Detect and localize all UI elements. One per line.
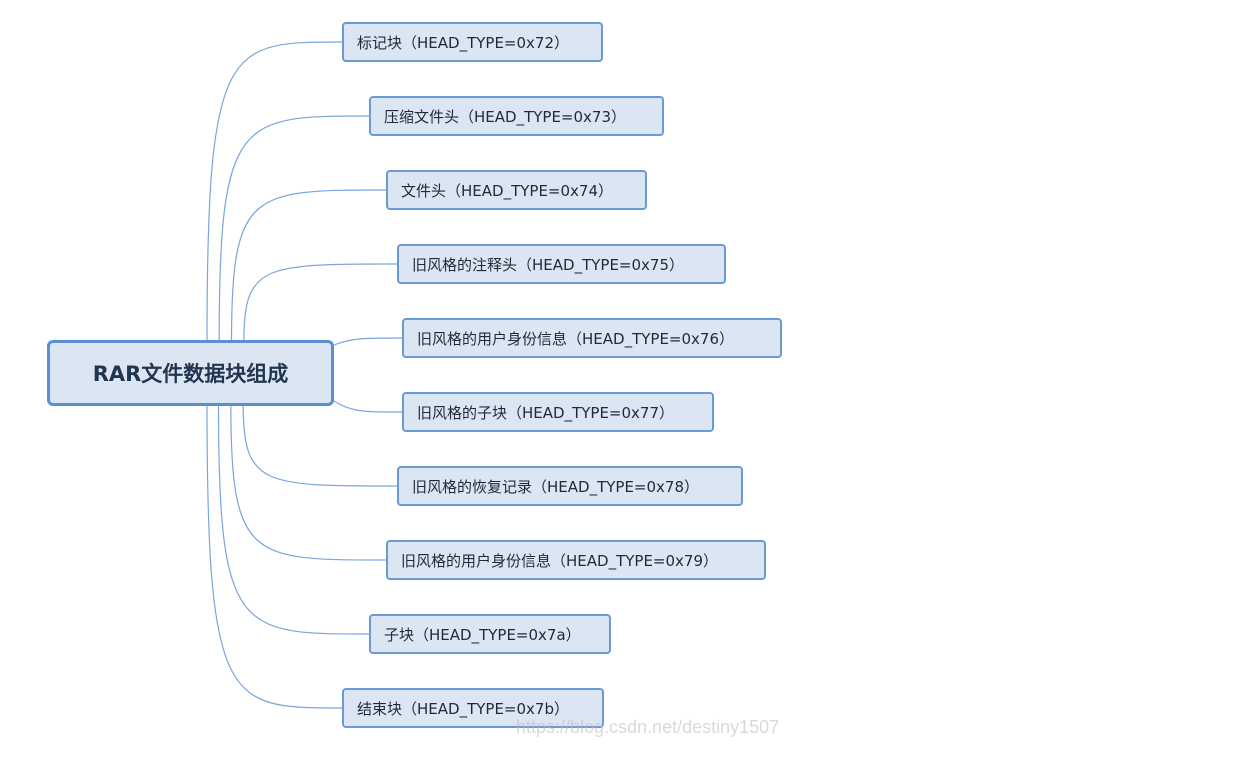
connector-5	[333, 400, 403, 413]
subtopic-archive-header[interactable]: 压缩文件头（HEAD_TYPE=0x73）	[369, 96, 664, 136]
connector-7	[230, 403, 387, 561]
connector-2	[230, 189, 387, 343]
connector-9	[206, 403, 343, 709]
subtopic-old-subblock[interactable]: 旧风格的子块（HEAD_TYPE=0x77）	[402, 392, 714, 432]
subtopic-old-user-identity-76[interactable]: 旧风格的用户身份信息（HEAD_TYPE=0x76）	[402, 318, 782, 358]
subtopic-subblock[interactable]: 子块（HEAD_TYPE=0x7a）	[369, 614, 611, 654]
connector-1	[218, 115, 370, 343]
connector-3	[243, 263, 398, 343]
subtopic-end-block[interactable]: 结束块（HEAD_TYPE=0x7b）	[342, 688, 604, 728]
connector-6	[242, 403, 398, 487]
subtopic-old-recovery-record[interactable]: 旧风格的恢复记录（HEAD_TYPE=0x78）	[397, 466, 743, 506]
subtopic-file-header[interactable]: 文件头（HEAD_TYPE=0x74）	[386, 170, 647, 210]
connector-0	[206, 41, 343, 343]
root-topic[interactable]: RAR文件数据块组成	[47, 340, 334, 406]
subtopic-old-comment-header[interactable]: 旧风格的注释头（HEAD_TYPE=0x75）	[397, 244, 726, 284]
subtopic-old-user-identity-79[interactable]: 旧风格的用户身份信息（HEAD_TYPE=0x79）	[386, 540, 766, 580]
watermark-text: https://blog.csdn.net/destiny1507	[516, 717, 780, 737]
subtopic-marker-block[interactable]: 标记块（HEAD_TYPE=0x72）	[342, 22, 603, 62]
connector-8	[217, 403, 370, 635]
connector-4	[333, 337, 403, 346]
